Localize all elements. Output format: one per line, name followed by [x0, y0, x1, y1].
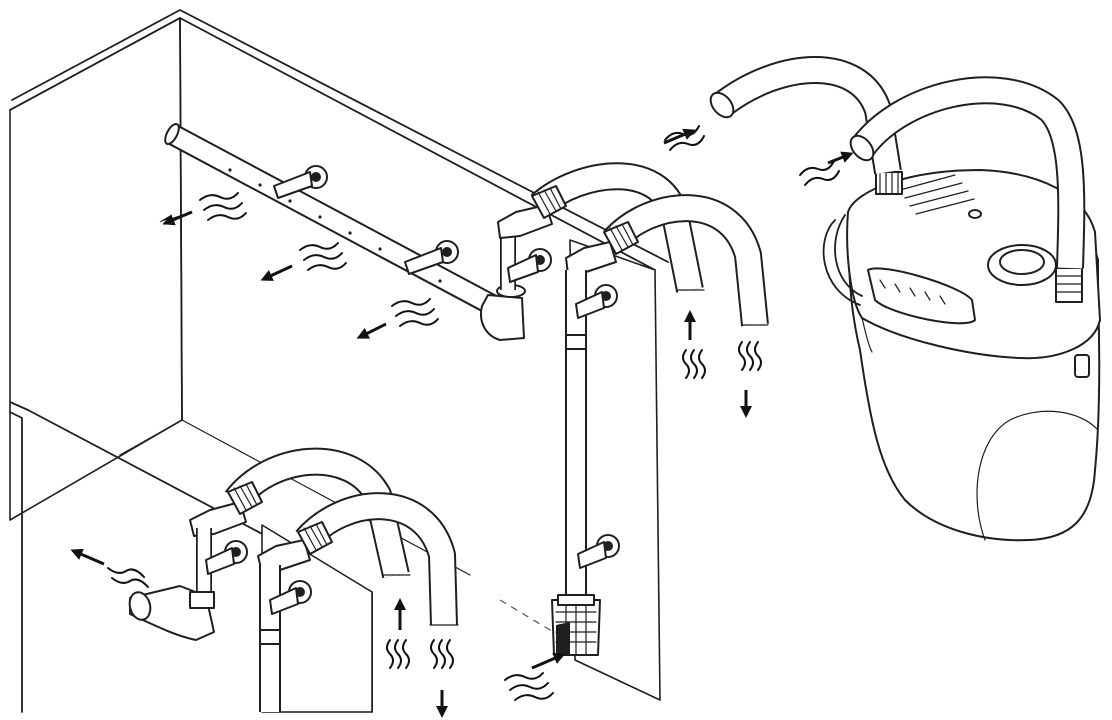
outlet-nozzle	[128, 585, 215, 641]
return-pipe-upper	[497, 204, 553, 290]
lower-aquarium	[9, 401, 373, 713]
upper-aquarium	[9, 9, 669, 701]
flow-arrow-canister-inlet	[663, 125, 705, 151]
canister-inlet-hose	[709, 56, 902, 175]
upper-inflow-hose	[603, 194, 769, 327]
flow-arrow-spray-2	[260, 242, 347, 281]
flow-arrows	[70, 125, 854, 718]
canister-filter	[822, 169, 1101, 542]
flow-arrow-lower-outlet	[70, 548, 149, 588]
flow-arrow-spray-1	[159, 192, 247, 226]
canister-outlet-connector	[1055, 267, 1083, 303]
flow-arrow-strainer	[504, 652, 566, 701]
canister-outlet-hose	[849, 76, 1086, 269]
intake-strainer	[551, 594, 601, 656]
flow-arrow-upper-up	[682, 310, 706, 379]
lower-outflow-hose	[224, 447, 411, 579]
intake-strainer-tube	[551, 241, 620, 656]
flow-arrow-upper-down	[738, 341, 762, 418]
flow-arrow-spray-3	[356, 298, 439, 339]
flow-arrow-lower-up	[386, 598, 410, 669]
flow-arrow-canister-outlet	[799, 151, 854, 186]
lower-intake-pipe	[257, 539, 312, 712]
flow-arrow-lower-down	[430, 639, 454, 718]
spray-bar-suction-clip-2	[404, 240, 459, 275]
lower-return-pipe	[128, 501, 248, 641]
spray-bar	[164, 123, 526, 341]
lower-inflow-hose	[295, 492, 459, 626]
canister-inlet-connector	[875, 171, 903, 195]
front-latch	[867, 267, 976, 325]
spray-bar-suction-clip-1	[273, 165, 328, 199]
top-vents	[899, 174, 975, 215]
